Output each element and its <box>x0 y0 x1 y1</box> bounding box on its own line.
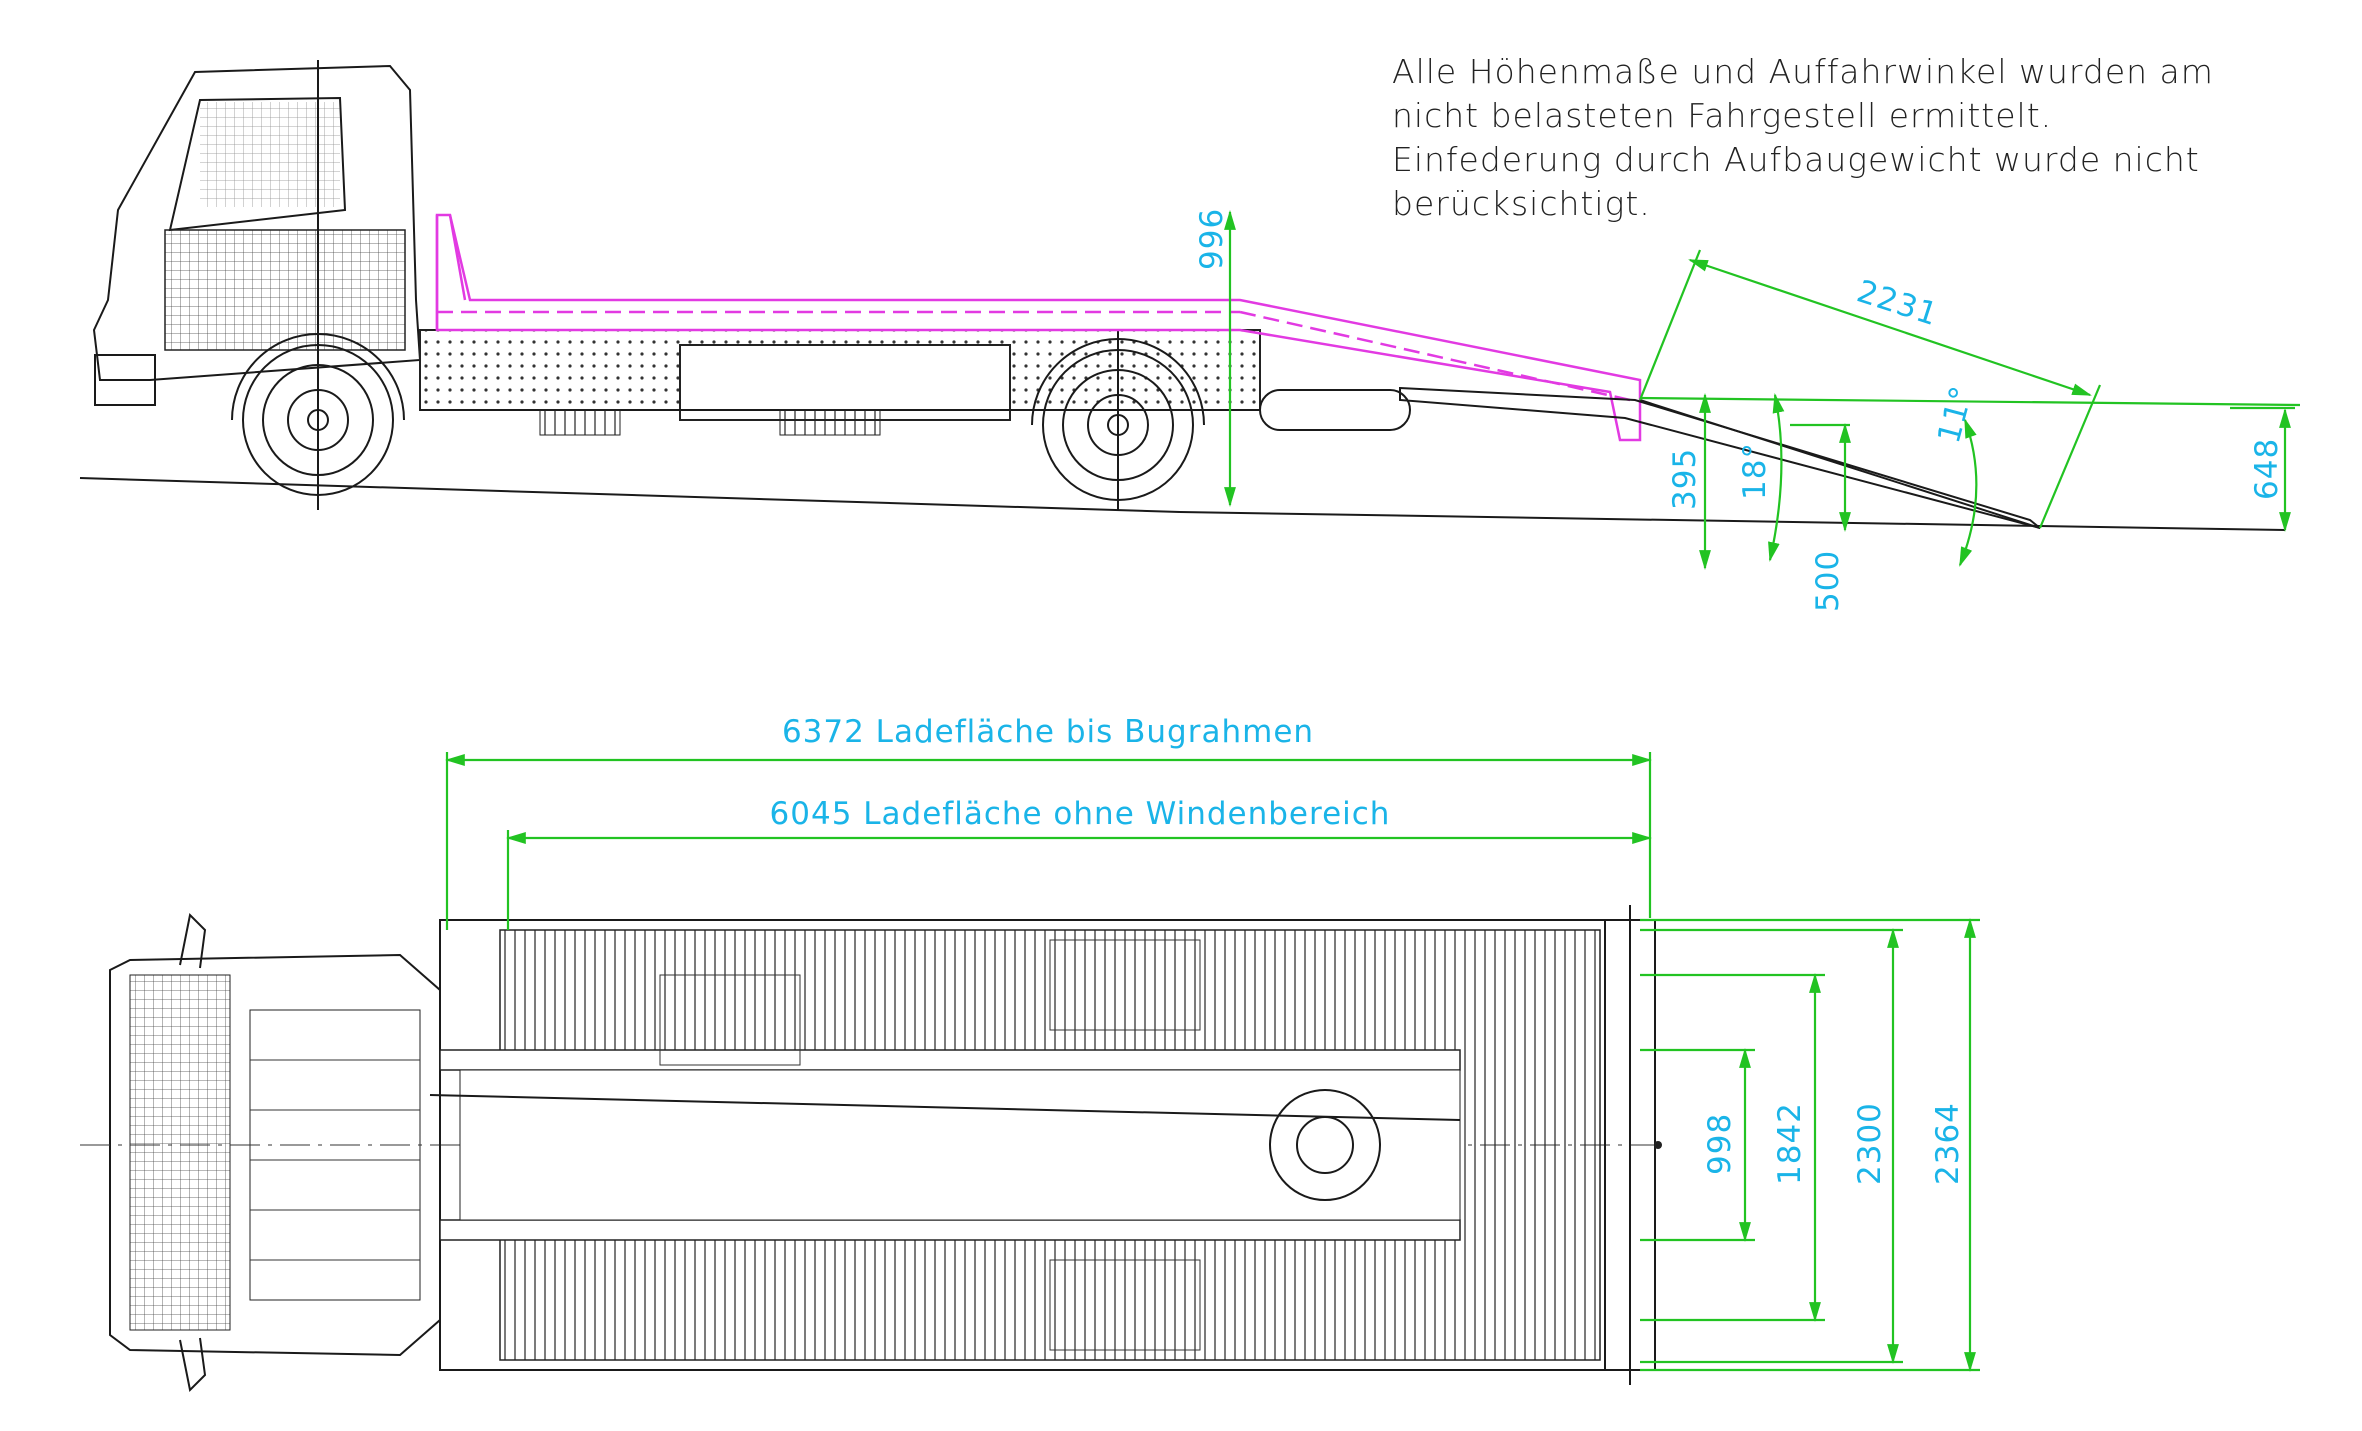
dim-1842: 1842 <box>1640 973 1825 1322</box>
dim-395: 395 <box>1639 393 2301 570</box>
dim-648: 648 <box>2230 406 2295 532</box>
chassis-side <box>419 329 1411 436</box>
dim-6372-label: 6372 Ladefläche bis Bugrahmen <box>782 714 1314 750</box>
note-line-2: nicht belasteten Fahrgestell ermittelt. <box>1392 96 2053 135</box>
note-line-4: berücksichtigt. <box>1392 184 1651 223</box>
dim-2364-label: 2364 <box>1930 1102 1966 1185</box>
dim-6045: 6045 Ladefläche ohne Windenbereich <box>506 796 1652 930</box>
dim-18-degree: 18° <box>1737 393 1785 562</box>
dim-6372: 6372 Ladefläche bis Bugrahmen <box>445 714 1652 930</box>
ground-line <box>79 477 1181 513</box>
dim-998: 998 <box>1640 1048 1755 1242</box>
dim-2300: 2300 <box>1640 928 1903 1364</box>
side-view: 996 2231 395 18° 500 11° <box>79 60 2301 612</box>
dim-395-label: 395 <box>1667 448 1703 510</box>
dim-2231: 2231 <box>1638 249 2102 529</box>
dim-18-degree-label: 18° <box>1737 442 1773 500</box>
note-line-1: Alle Höhenmaße und Auffahrwinkel wurden … <box>1392 52 2214 91</box>
note-text: Alle Höhenmaße und Auffahrwinkel wurden … <box>1392 50 2214 226</box>
rear-wheel <box>1031 330 1205 510</box>
dim-1842-label: 1842 <box>1772 1102 1808 1185</box>
dim-11-degree: 11° <box>1931 382 1981 567</box>
dim-6045-label: 6045 Ladefläche ohne Windenbereich <box>770 796 1391 832</box>
front-wheel <box>231 333 405 496</box>
dim-998-label: 998 <box>1702 1113 1738 1175</box>
dim-648-label: 648 <box>2249 438 2285 500</box>
loading-platform-side <box>435 213 1642 442</box>
cab-top <box>80 912 1660 1393</box>
dim-500-label: 500 <box>1810 550 1846 612</box>
dim-996: 996 <box>1194 208 1236 507</box>
dim-2364: 2364 <box>1640 918 1980 1372</box>
cab-side <box>92 60 422 510</box>
dim-500: 500 <box>1790 423 1851 612</box>
loading-deck-top <box>429 905 1662 1385</box>
dim-996-label: 996 <box>1194 208 1230 270</box>
dim-11-degree-label: 11° <box>1931 382 1981 447</box>
dim-2300-label: 2300 <box>1852 1102 1888 1185</box>
dim-2231-label: 2231 <box>1853 273 1943 333</box>
top-view: 6372 Ladefläche bis Bugrahmen 6045 Ladef… <box>80 714 1980 1393</box>
note-line-3: Einfederung durch Aufbaugewicht wurde ni… <box>1392 140 2200 179</box>
ground-line-rear <box>1179 511 2286 531</box>
